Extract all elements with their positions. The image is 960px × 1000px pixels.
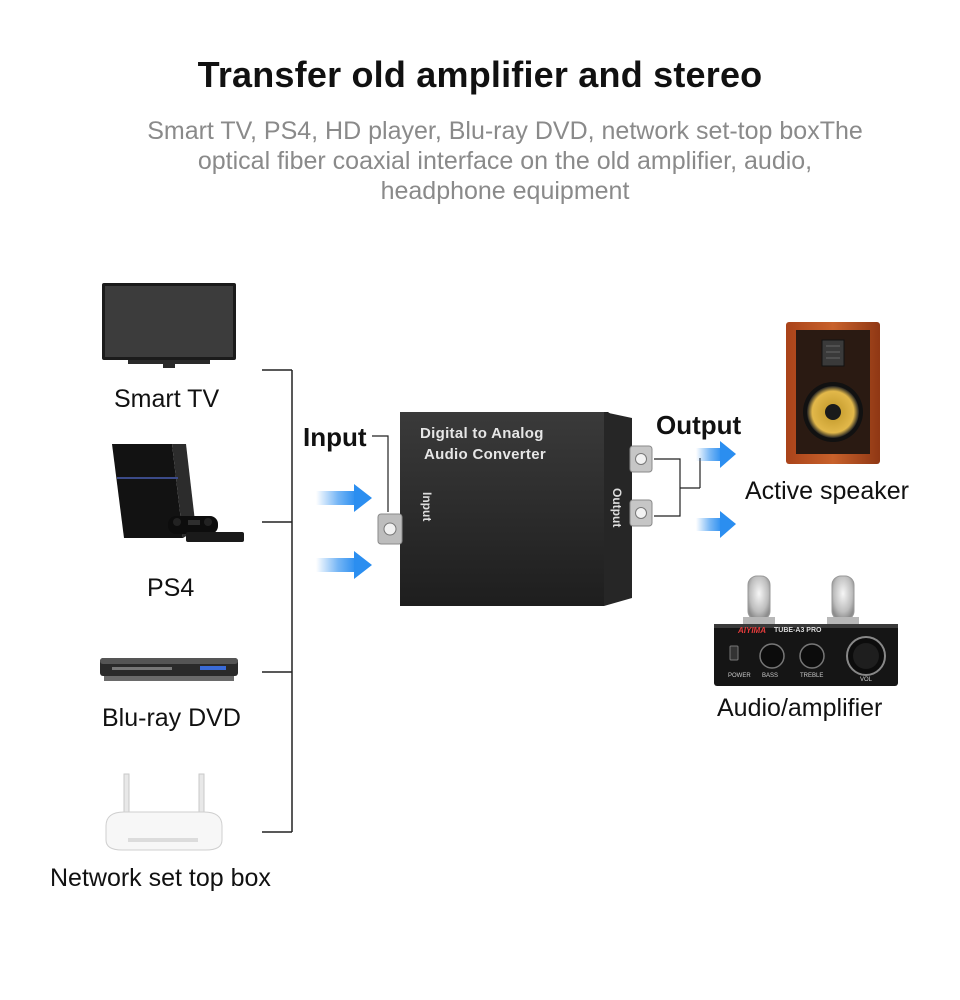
amplifier-treble-label: TREBLE <box>800 673 824 679</box>
amplifier-model: TUBE-A3 PRO <box>774 627 822 634</box>
input-leader-line <box>372 435 389 512</box>
converter-output-side-label: Output <box>610 488 624 528</box>
converter-label-line1: Digital to Analog <box>420 425 544 442</box>
converter-box <box>377 412 653 606</box>
bluray-player-icon <box>100 658 238 681</box>
output-wiring <box>654 458 701 517</box>
input-label: Input <box>303 422 367 452</box>
source-label-bluray: Blu-ray DVD <box>102 704 241 732</box>
source-bracket <box>262 369 293 833</box>
converter-label-line2: Audio Converter <box>424 446 547 463</box>
output-arrow-1 <box>696 441 736 468</box>
input-arrow-2 <box>316 551 372 579</box>
speaker-icon <box>786 322 880 464</box>
output-arrow-2 <box>696 511 736 538</box>
router-icon <box>105 773 223 851</box>
game-console-icon <box>112 444 244 542</box>
amplifier-icon <box>714 575 898 686</box>
tv-icon <box>102 283 236 368</box>
output-label: Output <box>656 410 742 440</box>
output-label-amplifier: Audio/amplifier <box>717 694 883 722</box>
source-label-ps4: PS4 <box>147 574 195 602</box>
amplifier-vol-label: VOL <box>860 677 873 683</box>
page-subtitle: Smart TV, PS4, HD player, Blu-ray DVD, n… <box>147 117 863 205</box>
amplifier-power-label: POWER <box>728 673 751 679</box>
input-arrow-1 <box>316 484 372 512</box>
source-label-smart-tv: Smart TV <box>114 385 220 413</box>
output-label-active-speaker: Active speaker <box>745 477 909 505</box>
source-label-network-box: Network set top box <box>50 864 271 892</box>
converter-input-side-label: Input <box>420 492 434 522</box>
amplifier-bass-label: BASS <box>762 673 779 679</box>
page-title: Transfer old amplifier and stereo <box>197 54 763 95</box>
amplifier-brand: AIYIMA <box>738 626 766 635</box>
